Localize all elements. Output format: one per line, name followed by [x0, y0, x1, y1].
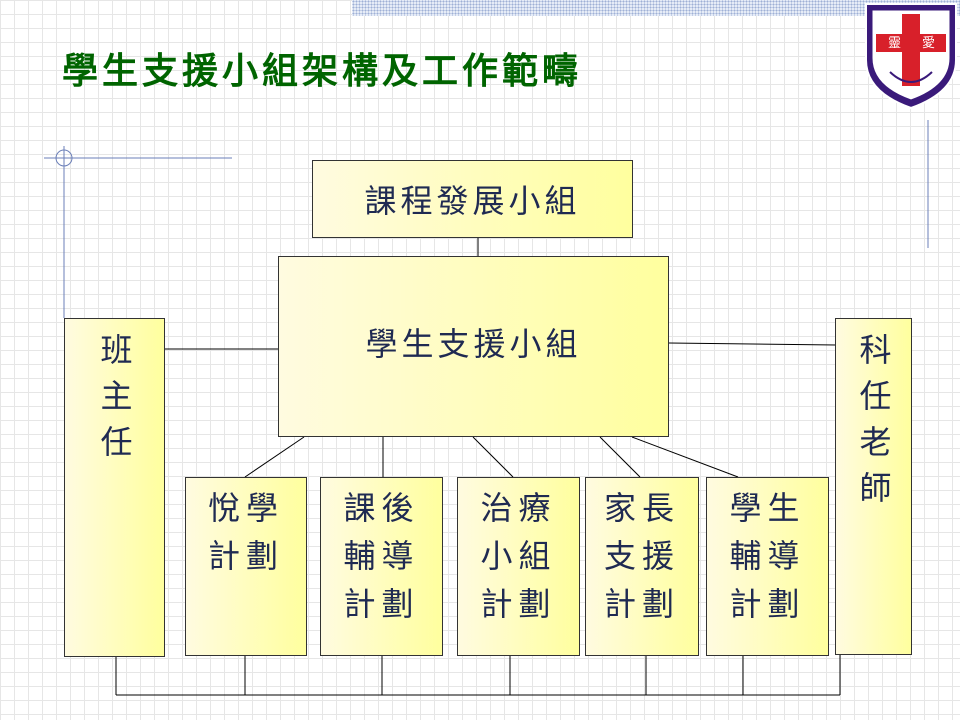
student-support-team-label: 學生支援小組 [365, 324, 582, 363]
logo-char-2: 愛 [922, 36, 935, 51]
curriculum-development-box: 課程發展小組 [312, 160, 633, 238]
top-decoration-band [352, 0, 960, 16]
program-box: 課後 輔導 計劃 [320, 477, 443, 656]
program-line: 計劃 [343, 585, 420, 623]
program-box: 悅學 計劃 [185, 477, 307, 656]
class-teacher-box: 班主任 [64, 318, 165, 657]
page-title: 學生支援小組架構及工作範疇 [62, 50, 583, 92]
program-line: 學生 [729, 489, 806, 527]
subject-teacher-box: 科任老師 [835, 318, 912, 655]
program-line: 計劃 [729, 585, 806, 623]
program-line: 輔導 [729, 537, 806, 575]
program-line: 輔導 [343, 537, 420, 575]
program-line: 計劃 [603, 585, 680, 623]
curriculum-development-label: 課程發展小組 [364, 182, 581, 220]
program-line: 支援 [603, 537, 680, 575]
program-line: 家長 [603, 489, 680, 527]
program-box: 家長 支援 計劃 [585, 477, 699, 656]
subject-teacher-label: 科任老師 [854, 333, 893, 517]
program-line: 計劃 [480, 585, 557, 623]
program-line: 計劃 [207, 537, 284, 575]
logo-char-1: 靈 [888, 36, 901, 51]
program-line: 治療 [480, 489, 557, 527]
program-line: 課後 [343, 489, 420, 527]
school-logo-icon: 靈 愛 [865, 3, 957, 110]
program-line: 悅學 [207, 489, 284, 527]
class-teacher-label: 班主任 [95, 333, 134, 471]
student-support-team-box: 學生支援小組 [278, 256, 669, 437]
program-box: 學生 輔導 計劃 [706, 477, 829, 656]
program-box: 治療 小組 計劃 [457, 477, 580, 656]
corner-ornament [44, 146, 232, 318]
program-line: 小組 [480, 537, 557, 575]
